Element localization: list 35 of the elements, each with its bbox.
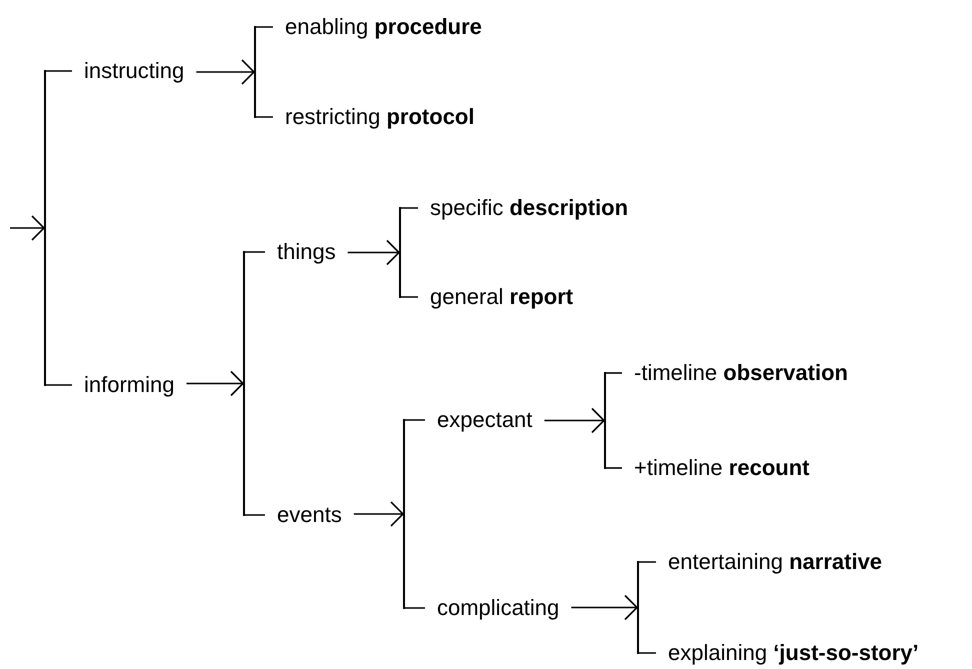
feature-label: specific description (418, 194, 640, 222)
branch-line (639, 652, 656, 654)
branch-line (245, 514, 265, 516)
branch-line (401, 296, 418, 298)
feature-label: -timeline observation (622, 360, 860, 386)
feature-label: expectant (425, 406, 544, 434)
feature-label: entertaining narrative (656, 548, 894, 576)
arrow (348, 240, 400, 266)
arrow (571, 594, 638, 620)
feature-label: instructing (72, 58, 196, 84)
branch-line (245, 251, 265, 253)
branch-line (606, 467, 622, 469)
feature-label: +timeline recount (622, 454, 822, 482)
arrow (186, 370, 244, 396)
feature-label: informing (72, 372, 186, 398)
branch-line (405, 607, 425, 609)
branch-line (401, 207, 418, 209)
feature-label: complicating (425, 594, 572, 622)
branch-line (606, 372, 622, 374)
branch-line (405, 419, 425, 421)
branch-line (46, 384, 72, 386)
arrow (10, 215, 45, 241)
branch-line (256, 116, 273, 118)
arrow (196, 59, 255, 85)
feature-label: explaining ‘just-so-story’ (656, 640, 931, 666)
arrow (544, 408, 605, 434)
feature-label: events (265, 502, 354, 528)
feature-label: enabling procedure (273, 14, 494, 40)
feature-label: general report (418, 284, 586, 310)
feature-label: restricting protocol (273, 104, 486, 130)
branch-line (639, 561, 656, 563)
feature-label: things (265, 238, 348, 266)
arrow (354, 501, 404, 527)
branch-line (256, 26, 273, 28)
branch-line (46, 70, 72, 72)
